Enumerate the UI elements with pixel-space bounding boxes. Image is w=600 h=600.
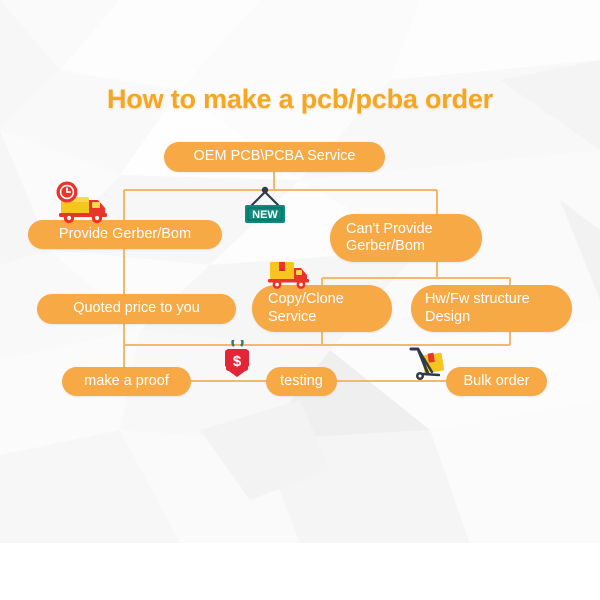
node-testing[interactable]: testing xyxy=(266,367,337,396)
node-label: Quoted price to you xyxy=(73,300,200,317)
node-copy-clone[interactable]: Copy/Clone Service xyxy=(252,285,392,332)
node-label: OEM PCB\PCBA Service xyxy=(193,148,356,165)
node-make-a-proof[interactable]: make a proof xyxy=(62,367,191,396)
delivery-truck-clock-icon xyxy=(47,181,113,225)
node-label: Hw/Fw structure Design xyxy=(425,291,530,325)
node-label: make a proof xyxy=(84,372,169,389)
node-label: Copy/Clone Service xyxy=(268,291,344,325)
node-label: Provide Gerber/Bom xyxy=(58,225,192,242)
node-provide-gerber[interactable]: Provide Gerber/Bom xyxy=(28,220,222,249)
node-bulk-order[interactable]: Bulk order xyxy=(446,367,547,396)
node-hw-fw-design[interactable]: Hw/Fw structure Design xyxy=(411,285,572,332)
node-oem-service[interactable]: OEM PCB\PCBA Service xyxy=(164,142,385,172)
price-tag-label: $ xyxy=(233,353,242,370)
node-label: testing xyxy=(280,372,323,389)
price-tag-icon: $ xyxy=(221,340,253,380)
node-label: Bulk order xyxy=(463,372,530,389)
node-label: Can't Provide Gerber/Bom xyxy=(346,220,433,254)
new-hanging-sign-icon: NEW xyxy=(237,185,293,230)
node-cant-provide[interactable]: Can't Provide Gerber/Bom xyxy=(330,214,482,262)
hand-truck-icon xyxy=(405,344,453,384)
new-sign-label: NEW xyxy=(252,209,278,221)
page-title: How to make a pcb/pcba order xyxy=(107,84,493,114)
node-quoted-price[interactable]: Quoted price to you xyxy=(37,294,236,324)
delivery-truck-box-icon xyxy=(260,260,318,292)
